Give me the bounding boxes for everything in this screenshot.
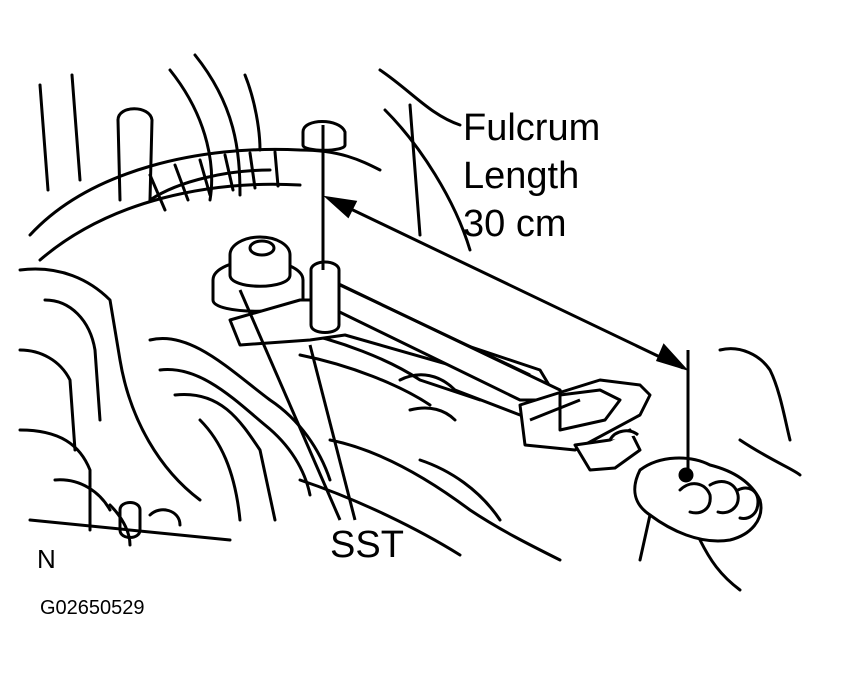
- arrow-head-right: [655, 343, 689, 372]
- sst-tool: [228, 260, 652, 472]
- fulcrum-label-line-1: Fulcrum: [463, 107, 600, 149]
- end-marker: [678, 467, 694, 483]
- fulcrum-dimension: [301, 120, 694, 483]
- fulcrum-label-line-3: 30 cm: [463, 203, 566, 245]
- fulcrum-label-line-2: Length: [463, 155, 579, 197]
- orientation-label: N: [37, 544, 56, 574]
- figure-code: G02650529: [40, 597, 145, 619]
- sst-leader-lines: [238, 289, 357, 521]
- sst-label: SST: [330, 524, 404, 566]
- engine-background-lines: [18, 53, 802, 592]
- nut-bolt: [211, 235, 305, 313]
- arrow-head-left: [323, 195, 358, 219]
